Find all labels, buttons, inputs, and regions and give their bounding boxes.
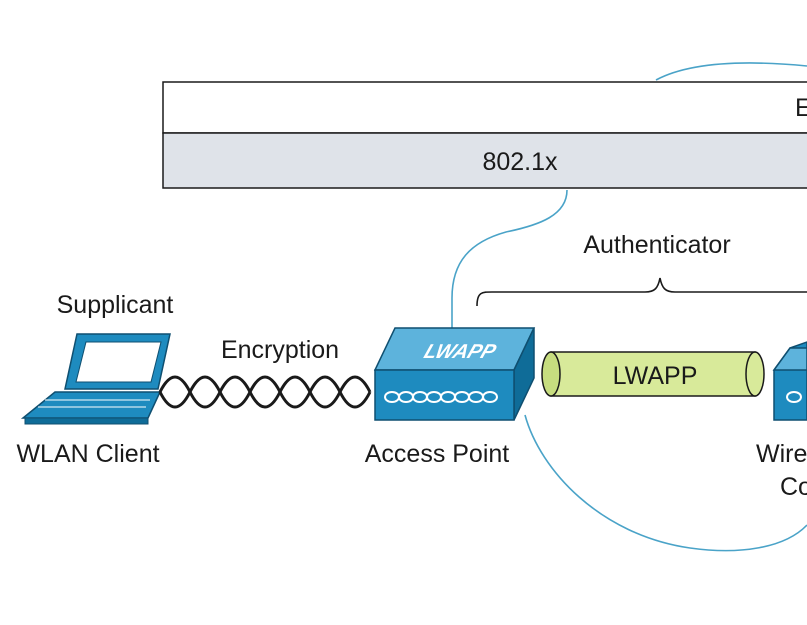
controller-label-line1: Wire [756, 440, 807, 468]
lwapp-tunnel-label: LWAPP [613, 362, 698, 390]
stack-top-layer-label: E [795, 94, 807, 122]
access-point-icon [373, 327, 536, 421]
stack-8021x-label: 802.1x [482, 148, 558, 176]
lwapp-tunnel [541, 351, 765, 397]
laptop-icon [20, 333, 171, 425]
controller-label-line2: Co [780, 473, 807, 501]
wlan-client-label: WLAN Client [16, 440, 159, 468]
connection-curves [451, 62, 807, 552]
stack-8021x-layer [162, 132, 807, 189]
authenticator-brace: Authenticator [476, 231, 807, 307]
arc-top-right [655, 62, 807, 81]
controller-icon [772, 341, 807, 421]
encryption-label: Encryption [221, 336, 339, 364]
brace-icon [476, 277, 807, 307]
access-point-label: Access Point [365, 440, 510, 468]
protocol-stack: E 802.1x [162, 81, 807, 189]
stack-top-layer [162, 81, 807, 134]
encryption-chain-icon [158, 375, 372, 409]
arc-bottom-loop [524, 414, 807, 552]
authenticator-label: Authenticator [583, 231, 730, 259]
access-point-face-text: LWAPP [421, 341, 499, 363]
supplicant-label: Supplicant [57, 291, 174, 319]
arc-authenticator-to-stack [451, 189, 568, 330]
